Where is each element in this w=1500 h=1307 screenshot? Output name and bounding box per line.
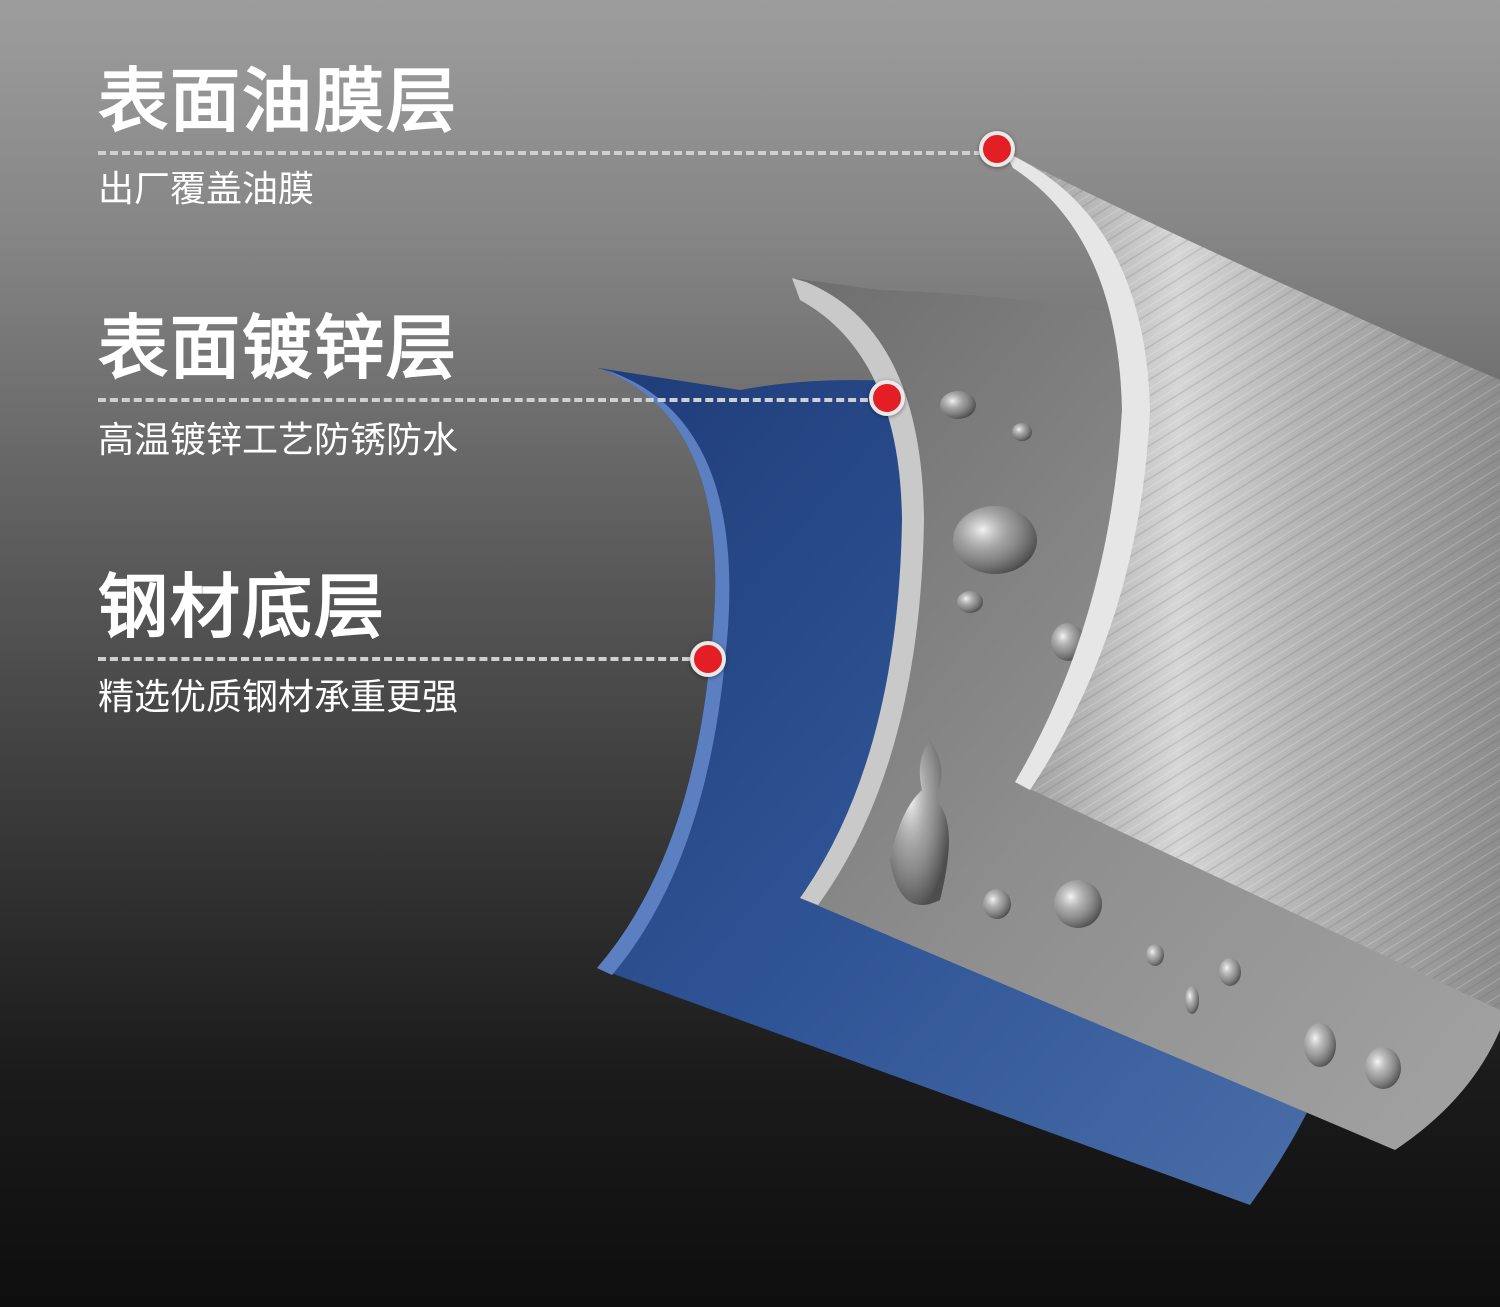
layer-subtitle: 出厂覆盖油膜 xyxy=(98,169,315,210)
steel-base-marker xyxy=(690,641,726,677)
layer-title: 表面镀锌层 xyxy=(98,307,458,389)
layer-subtitle: 精选优质钢材承重更强 xyxy=(98,677,459,718)
oil-film-edge xyxy=(1005,152,1150,790)
oil-film-brushed-texture xyxy=(1005,152,1500,1010)
layer-title: 钢材底层 xyxy=(98,566,386,648)
oil-film-marker xyxy=(979,131,1015,167)
water-droplets xyxy=(890,391,1401,1089)
zinc-marker xyxy=(869,380,905,416)
steel-base-leader-line xyxy=(98,657,690,661)
layer-subtitle: 高温镀锌工艺防锈防水 xyxy=(98,420,459,461)
zinc-layer-label: 表面镀锌层 xyxy=(98,313,458,383)
zinc-leader-line xyxy=(98,398,868,402)
zinc-sheet-edge xyxy=(792,278,924,905)
layer-title: 表面油膜层 xyxy=(98,60,458,142)
steel-base-layer-label: 钢材底层 xyxy=(98,572,386,642)
oil-film-leader-line xyxy=(98,151,982,155)
oil-film-layer-label: 表面油膜层 xyxy=(98,66,458,136)
